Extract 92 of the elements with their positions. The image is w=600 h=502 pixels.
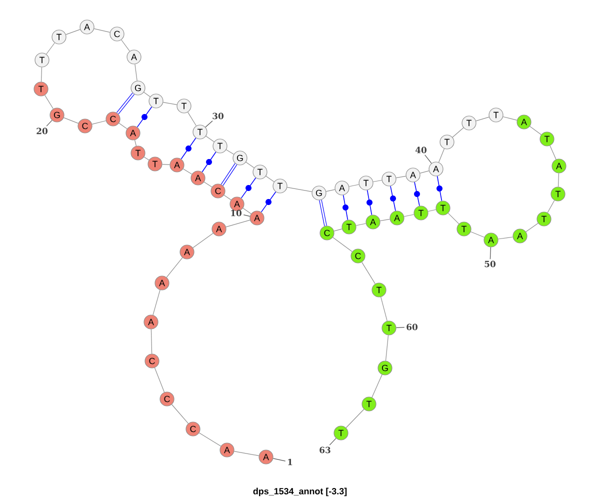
backbone-line — [171, 404, 189, 424]
backbone-line — [385, 334, 389, 362]
backbone-line — [380, 218, 390, 222]
backbone-line — [362, 262, 376, 284]
leader-line — [396, 327, 405, 328]
backbone-line — [404, 214, 414, 217]
title: dps_1534_annot [-3.3] — [253, 488, 347, 496]
position-number: 10 — [231, 210, 242, 216]
backbone-line — [144, 92, 150, 98]
backbone-line — [118, 122, 128, 130]
backbone-line — [476, 116, 490, 122]
backbone-line — [242, 208, 252, 214]
base-pair-line — [342, 194, 348, 220]
backbone-line — [438, 148, 445, 163]
backbone-line — [428, 209, 436, 212]
backbone-line — [224, 194, 232, 200]
backbone-line — [356, 223, 366, 226]
backbone-line — [46, 42, 55, 54]
backbone-line — [334, 228, 342, 232]
position-number: 30 — [212, 112, 224, 120]
backbone-line — [550, 145, 556, 160]
backbone-line — [94, 28, 110, 33]
base-pair-line — [116, 92, 135, 114]
backbone-line — [121, 40, 130, 52]
base-pair-line — [202, 152, 216, 172]
base-pair-line — [366, 190, 372, 216]
backbone-line — [396, 176, 406, 178]
backbone-line — [44, 94, 54, 110]
position-number: 50 — [484, 260, 496, 268]
backbone-line — [192, 232, 214, 248]
backbone-line — [64, 117, 79, 124]
backbone-line — [448, 212, 460, 224]
backbone-line — [372, 374, 382, 398]
base-pair-line — [220, 163, 238, 186]
backbone-line — [204, 182, 212, 188]
backbone-line — [134, 140, 137, 146]
backbone-line — [154, 367, 165, 392]
backbone-line — [40, 67, 42, 82]
leader-line — [205, 120, 213, 128]
backbone-line — [226, 220, 250, 228]
leader-line — [46, 120, 52, 126]
backbone-line — [144, 156, 150, 160]
base-pair-line — [240, 178, 256, 198]
backbone-line — [558, 172, 560, 187]
backbone-line — [348, 184, 360, 187]
backbone-line — [198, 432, 222, 446]
leader-line — [424, 154, 432, 164]
backbone-line — [234, 450, 260, 456]
backbone-line — [498, 236, 514, 240]
backbone-line — [470, 231, 485, 238]
backbone-line — [372, 180, 382, 182]
base-pair-line — [414, 182, 420, 206]
leader-line — [243, 214, 250, 217]
backbone-line — [547, 200, 555, 213]
position-number: 63 — [320, 446, 330, 454]
backbone-line — [226, 149, 234, 155]
position-number: 20 — [36, 128, 48, 134]
leader-line — [329, 438, 336, 446]
base-pair-line — [319, 200, 327, 226]
position-number: 40 — [415, 146, 426, 154]
backbone-line — [162, 102, 178, 106]
base-pair-line — [180, 138, 196, 160]
backbone-line — [152, 290, 160, 316]
backbone-line — [92, 120, 106, 125]
position-number: 1 — [288, 458, 292, 466]
base-pair-line — [436, 176, 442, 202]
backbone-line — [452, 127, 464, 138]
backbone-line — [266, 176, 274, 182]
backbone-line — [346, 408, 364, 428]
backbone-line — [66, 29, 80, 35]
backbone-line — [246, 162, 254, 168]
backbone-line — [166, 257, 183, 278]
base-pair-line — [136, 106, 152, 128]
backbone-line — [502, 116, 518, 121]
backbone-line — [380, 296, 388, 322]
backbone-line — [188, 112, 196, 126]
backbone-line — [206, 136, 214, 142]
backbone-line — [150, 329, 152, 354]
backbone-line — [182, 168, 192, 174]
backbone-line — [526, 222, 538, 232]
backbone-line — [162, 164, 170, 165]
backbone-line — [332, 237, 352, 252]
backbone-line — [530, 126, 542, 135]
backbone-line — [420, 170, 430, 174]
leader-line — [272, 458, 286, 462]
position-number: 60 — [406, 324, 418, 330]
backbone-line — [326, 189, 336, 192]
backbone-line — [286, 186, 312, 192]
base-pair-line — [260, 192, 276, 212]
leader-line — [490, 246, 491, 260]
base-pair-line — [390, 186, 396, 212]
backbone-line — [134, 64, 138, 82]
